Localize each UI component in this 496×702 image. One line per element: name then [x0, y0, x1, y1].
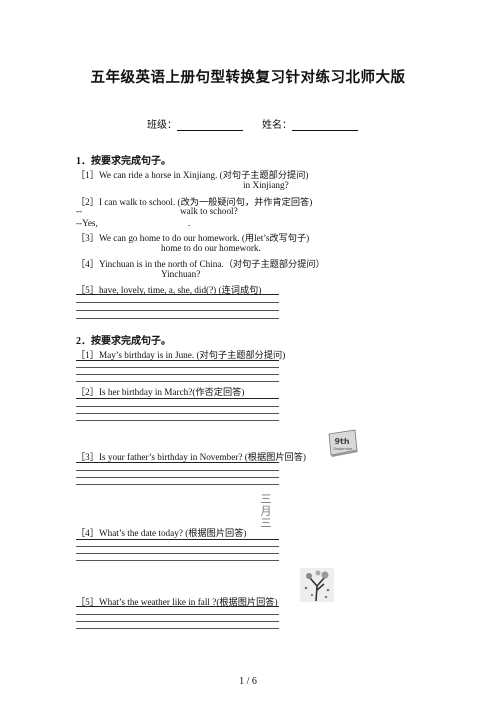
autumn-tree-icon: [300, 568, 334, 602]
s2-q5: ［5］What’s the weather like in fall ?(根据图…: [76, 597, 278, 607]
s1-q3: ［3］We can go home to do our homework. (用…: [76, 233, 310, 243]
s1-q4: ［4］Yinchuan is in the north of China.（对句…: [76, 259, 325, 269]
answer-line[interactable]: [76, 628, 279, 629]
answer-line[interactable]: [76, 398, 279, 399]
calendar-day-text: 9th: [334, 437, 349, 446]
answer-line[interactable]: [76, 614, 279, 615]
s1-q1-answer-tail: in Xinjiang?: [243, 180, 289, 190]
answer-line[interactable]: [76, 420, 279, 421]
class-label: 班级：: [147, 120, 177, 131]
s1-q2: ［2］I can walk to school. (改为一般疑问句，并作肯定回答…: [76, 197, 313, 207]
date-glyph-text: 三月三: [259, 493, 272, 529]
s1-q5: ［5］have, lovely, time, a, she, did(?) (连…: [76, 285, 262, 295]
answer-line[interactable]: [76, 462, 279, 463]
answer-line[interactable]: [76, 606, 279, 607]
s2-q1: ［1］May’s birthday is in June. (对句子主题部分提问…: [76, 350, 286, 360]
date-glyph-image: 三月三: [259, 493, 283, 533]
answer-line[interactable]: [76, 560, 279, 561]
answer-line[interactable]: [76, 413, 279, 414]
answer-line[interactable]: [76, 374, 279, 375]
s1-q2-tail: walk to school?: [180, 206, 238, 216]
section-1-heading: 1．按要求完成句子。: [76, 156, 171, 167]
answer-line[interactable]: [76, 302, 279, 303]
name-blank[interactable]: [292, 120, 358, 131]
section-2-heading: 2．按要求完成句子。: [76, 336, 171, 347]
s1-q4-tail: Yinchuan?: [161, 269, 201, 279]
answer-line[interactable]: [76, 553, 279, 554]
answer-line[interactable]: [76, 539, 279, 540]
answer-line[interactable]: [76, 546, 279, 547]
s1-q3-tail: home to do our homework.: [161, 243, 261, 253]
answer-line[interactable]: [76, 318, 279, 319]
page-number: 1 / 6: [239, 676, 257, 687]
s1-q2-yes: --Yes,: [76, 218, 98, 228]
answer-line[interactable]: [76, 294, 279, 295]
answer-line[interactable]: [76, 367, 279, 368]
s1-q1: ［1］We can ride a horse in Xinjiang. (对句子…: [76, 170, 309, 180]
s2-q3: ［3］Is your father’s birthday in November…: [76, 452, 306, 462]
s1-q2-period: .: [188, 218, 191, 228]
answer-line[interactable]: [76, 360, 279, 361]
answer-line[interactable]: [76, 484, 279, 485]
class-name-line: 班级： 姓名：: [147, 116, 358, 131]
page-title: 五年级英语上册句型转换复习针对练习北师大版: [90, 70, 406, 86]
name-label: 姓名：: [262, 120, 292, 131]
s2-q4: ［4］What’s the date today? (根据图片回答): [76, 528, 247, 538]
answer-line[interactable]: [76, 381, 279, 382]
s2-q2: ［2］Is her birthday in March?(作否定回答): [76, 387, 245, 397]
answer-line[interactable]: [76, 621, 279, 622]
answer-line[interactable]: [76, 406, 279, 407]
calendar-month-text: September: [333, 447, 353, 451]
answer-line[interactable]: [76, 310, 279, 311]
answer-line[interactable]: [76, 477, 279, 478]
s1-q2-dash: --: [76, 206, 83, 216]
class-blank[interactable]: [177, 120, 243, 131]
answer-line[interactable]: [76, 470, 279, 471]
calendar-image: 9th September: [327, 428, 359, 458]
